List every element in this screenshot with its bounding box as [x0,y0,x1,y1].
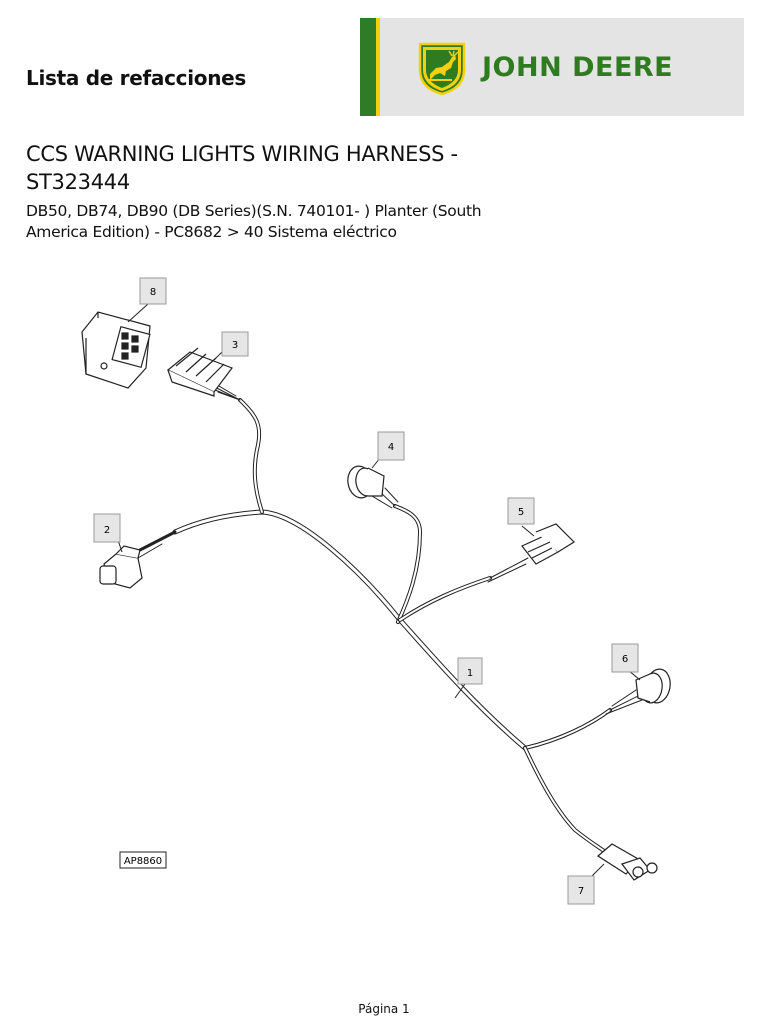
harness-wires [134,374,643,857]
svg-text:3: 3 [232,340,238,351]
svg-text:6: 6 [622,654,628,665]
brand-stripe-yellow [376,18,380,116]
brand-name: JOHN DEERE [482,52,674,83]
brand-logo: JOHN DEERE [360,18,744,116]
drawing-code: AP8860 [119,851,167,869]
wiring-harness-diagram: 1 2 3 4 5 6 7 8 AP8860 [81,277,671,905]
connector-2 [99,545,143,589]
svg-text:5: 5 [518,507,524,518]
page-title: Lista de refacciones [26,66,247,90]
callout-8: 8 [127,277,167,323]
callout-2: 2 [93,513,123,553]
svg-text:AP8860: AP8860 [124,856,162,867]
brand-stripe-green [360,18,376,116]
connector-8-module [81,311,151,389]
svg-text:4: 4 [388,442,394,453]
svg-text:7: 7 [578,886,584,897]
part-title: CCS WARNING LIGHTS WIRING HARNESS - ST32… [26,142,458,194]
callout-4: 4 [371,431,405,469]
svg-text:8: 8 [150,287,156,298]
part-subtitle: DB50, DB74, DB90 (DB Series)(S.N. 740101… [26,202,482,241]
callout-6: 6 [611,643,641,681]
deer-emblem-icon [418,42,466,96]
callout-1: 1 [454,657,483,699]
page-number: Página 1 [358,1002,410,1016]
callout-5: 5 [507,497,535,537]
connector-4 [347,465,385,499]
connector-7 [596,843,658,881]
callout-7: 7 [567,863,605,905]
callout-3: 3 [213,331,249,361]
connector-5 [521,523,575,565]
svg-text:2: 2 [104,525,110,536]
connector-6 [635,668,671,704]
connector-3 [166,347,233,397]
svg-text:1: 1 [467,668,473,679]
